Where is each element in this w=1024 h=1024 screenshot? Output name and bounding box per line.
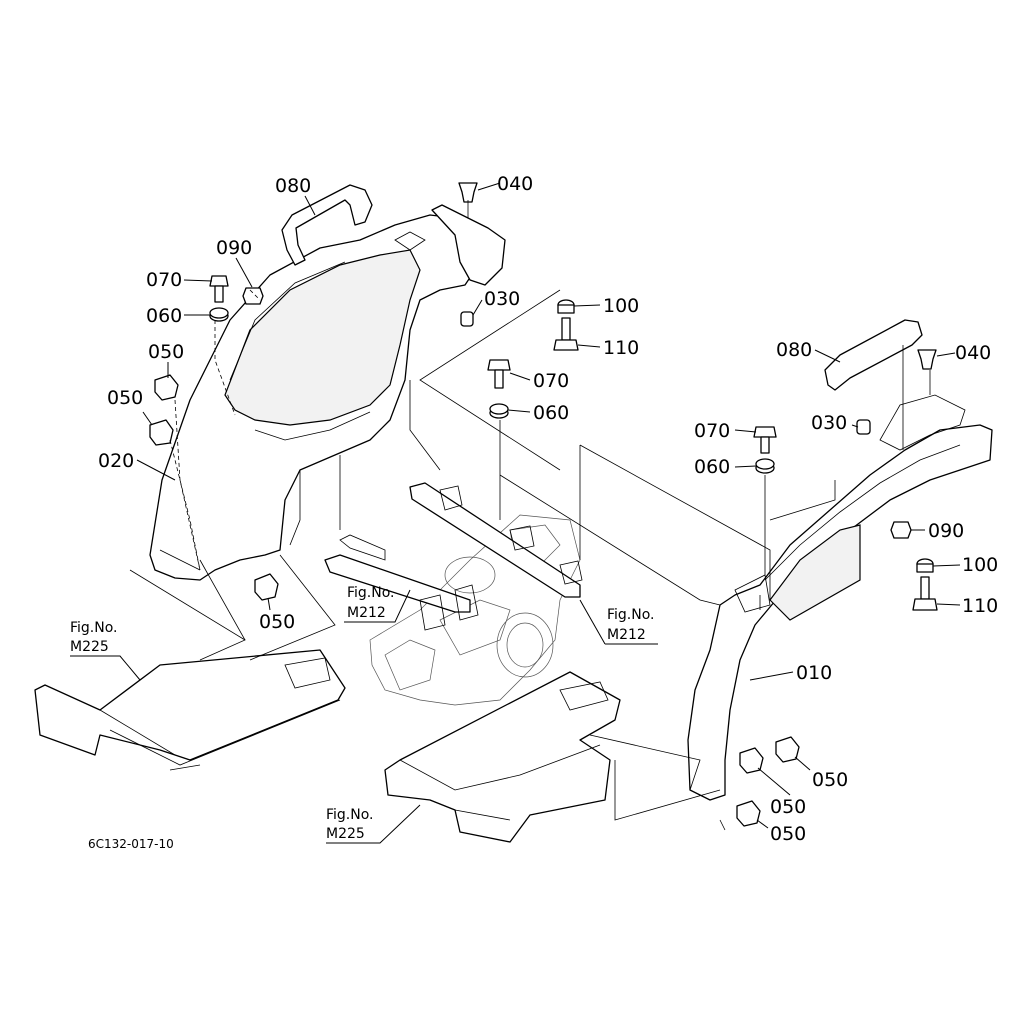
callout-060-left-washer: 060 — [146, 305, 182, 327]
nut-090-left — [242, 287, 264, 305]
grommet-050-a — [154, 374, 179, 401]
grommet-050-b — [149, 419, 174, 446]
right-fender — [687, 319, 993, 801]
figref-right-rail: Fig.No. M212 — [607, 607, 655, 643]
figref-label: Fig.No. — [347, 585, 395, 601]
leader-lines — [70, 182, 961, 844]
spacer-100-left — [557, 299, 575, 314]
figref-left-rail: Fig.No. M212 — [347, 585, 395, 621]
callout-040-right-plug: 040 — [955, 342, 991, 364]
callout-090-right-nut: 090 — [928, 520, 964, 542]
transmission-housing-outline — [369, 514, 581, 706]
callout-090-left-nut: 090 — [216, 237, 252, 259]
assembly-lines — [129, 200, 931, 831]
right-support-rail — [409, 482, 583, 598]
figref-left-floor: Fig.No. M225 — [70, 620, 118, 655]
grommet-050-d — [775, 736, 800, 763]
clip-030-left — [460, 311, 474, 327]
washer-060-center — [489, 403, 509, 419]
right-floor-plate — [384, 671, 621, 843]
bolt-070-right — [753, 426, 777, 454]
left-floor-plate — [34, 649, 346, 771]
callout-110-left-bolt: 110 — [603, 337, 639, 359]
callout-100-left-spacer: 100 — [603, 295, 639, 317]
callout-100-right-spacer: 100 — [962, 554, 998, 576]
left-fender — [149, 184, 506, 581]
callout-050-f: 050 — [770, 823, 806, 845]
figure-references: Fig.No. M225 Fig.No. M212 Fig.No. M212 F… — [70, 585, 655, 842]
clip-030-right — [856, 419, 871, 435]
callout-030-right-clip: 030 — [811, 412, 847, 434]
washer-060-right — [755, 458, 775, 474]
nut-090-right — [890, 521, 912, 539]
figref-number: M225 — [326, 826, 365, 842]
bolt-070-left — [209, 275, 229, 303]
callout-060-center-washer: 060 — [533, 402, 569, 424]
spacer-100-right — [916, 558, 934, 573]
washer-060-left — [209, 307, 229, 322]
callout-020-left-fender: 020 — [98, 450, 134, 472]
callout-050-e: 050 — [770, 796, 806, 818]
grommet-050-f — [736, 800, 761, 827]
figref-label: Fig.No. — [70, 620, 118, 636]
callout-070-left-bolt: 070 — [146, 269, 182, 291]
callout-080-right-handle: 080 — [776, 339, 812, 361]
callout-labels: 080 040 090 070 060 030 100 110 070 060 … — [98, 173, 998, 845]
callout-050-b: 050 — [107, 387, 143, 409]
bolt-070-center — [487, 359, 511, 389]
callout-070-right-bolt: 070 — [694, 420, 730, 442]
drawing-code: 6C132-017-10 — [88, 837, 174, 851]
callout-050-d: 050 — [812, 769, 848, 791]
left-support-rail — [324, 534, 479, 631]
callout-040-left-plug: 040 — [497, 173, 533, 195]
plug-040-right — [917, 349, 937, 370]
figref-label: Fig.No. — [607, 607, 655, 623]
callout-070-center-bolt: 070 — [533, 370, 569, 392]
plug-040-left — [458, 182, 478, 203]
callout-050-c: 050 — [259, 611, 295, 633]
grommet-050-c — [254, 573, 279, 601]
figref-right-floor: Fig.No. M225 — [326, 807, 374, 842]
callout-110-right-bolt: 110 — [962, 595, 998, 617]
figref-number: M212 — [607, 627, 646, 643]
callout-030-left-clip: 030 — [484, 288, 520, 310]
figref-number: M212 — [347, 605, 386, 621]
callout-080-left-handle: 080 — [275, 175, 311, 197]
bolt-110-right — [912, 576, 938, 611]
bolt-110-left — [553, 317, 579, 351]
figref-number: M225 — [70, 639, 109, 655]
callout-050-a: 050 — [148, 341, 184, 363]
figref-label: Fig.No. — [326, 807, 374, 823]
callout-060-right-washer: 060 — [694, 456, 730, 478]
callout-010-right-fender: 010 — [796, 662, 832, 684]
